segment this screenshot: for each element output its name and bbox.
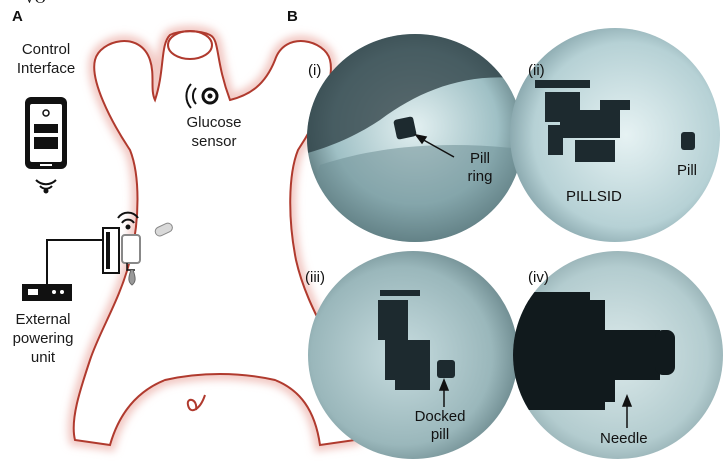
pill-label: Pill bbox=[677, 162, 697, 180]
pill-ring-label: Pill ring bbox=[455, 150, 505, 186]
needle-label: Needle bbox=[600, 430, 648, 448]
xray-image-ii bbox=[505, 25, 723, 245]
xray-image-i bbox=[300, 30, 530, 245]
image-tag-iii: (iii) bbox=[305, 269, 325, 287]
pillsid-label: PILLSID bbox=[566, 188, 622, 206]
image-tag-ii: (ii) bbox=[528, 62, 545, 80]
image-tag-iv: (iv) bbox=[528, 269, 549, 287]
docked-pill-label: Docked pill bbox=[408, 408, 472, 444]
image-tag-i: (i) bbox=[308, 62, 321, 80]
